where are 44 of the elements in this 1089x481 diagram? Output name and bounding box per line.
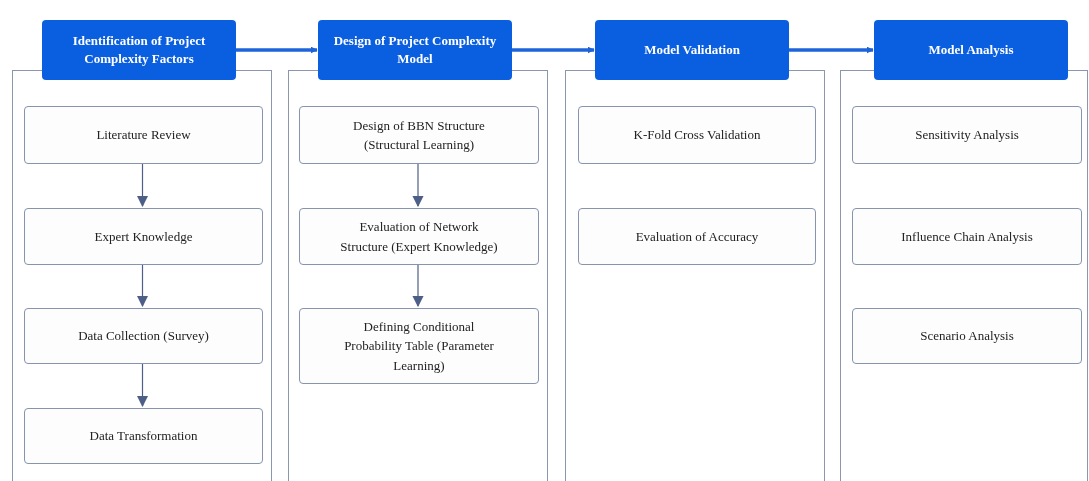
column-panel — [565, 70, 825, 481]
step-text: Literature Review — [96, 126, 191, 145]
process-box — [578, 208, 816, 265]
column-panel — [840, 70, 1088, 481]
step-text: Defining Conditional Probability Table (Parameter Learning) — [343, 317, 495, 375]
process-box — [852, 308, 1082, 364]
process-box — [24, 308, 263, 364]
process-box — [299, 308, 539, 384]
column-panel — [12, 70, 272, 481]
step-text: Sensitivity Analysis — [915, 126, 1019, 145]
phase-header — [595, 20, 789, 80]
process-box — [299, 106, 539, 164]
header-text: Model Validation — [644, 41, 740, 59]
step-text: Data Collection (Survey) — [78, 327, 209, 346]
process-box — [24, 408, 263, 464]
arrow — [412, 162, 424, 208]
header-text: Identification of Project Complexity Factors — [71, 32, 207, 68]
header-text: Model Analysis — [928, 41, 1014, 59]
step-text: Design of BBN Structure (Structural Learning) — [352, 116, 486, 154]
phase-header — [42, 20, 236, 80]
process-box — [299, 208, 539, 265]
arrow — [136, 362, 149, 408]
phase-header — [874, 20, 1068, 80]
arrow — [512, 46, 595, 54]
step-text: Evaluation of Network Structure (Expert Knowledge) — [339, 218, 499, 256]
step-text: Evaluation of Accuracy — [635, 227, 759, 246]
header-text: Design of Project Complexity Model — [332, 32, 498, 68]
column-panel — [288, 70, 548, 481]
process-box — [24, 106, 263, 164]
step-text: Scenario Analysis — [920, 327, 1014, 346]
arrow — [136, 263, 149, 308]
process-box — [578, 106, 816, 164]
process-box — [852, 106, 1082, 164]
phase-header — [318, 20, 512, 80]
step-text: Influence Chain Analysis — [901, 227, 1033, 246]
arrow — [136, 162, 149, 208]
step-text: Expert Knowledge — [94, 227, 193, 246]
step-text: K-Fold Cross Validation — [633, 126, 761, 145]
arrow — [412, 263, 424, 308]
process-box — [852, 208, 1082, 265]
arrow — [236, 46, 318, 54]
step-text: Data Transformation — [89, 427, 198, 446]
arrow — [789, 46, 874, 54]
process-box — [24, 208, 263, 265]
